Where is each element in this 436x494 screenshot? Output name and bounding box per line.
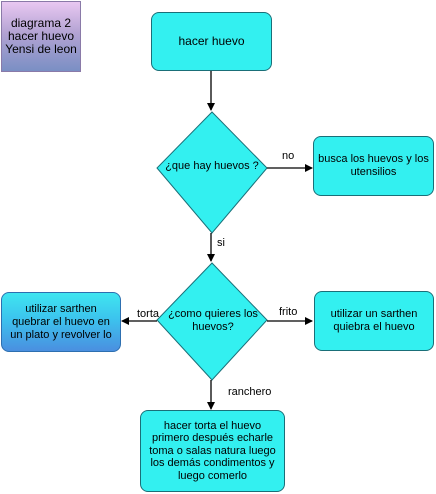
node-frito: utilizar un sarthen quiebra el huevo — [314, 291, 434, 351]
decision-huevos-label: ¿que hay huevos ? — [165, 160, 259, 172]
edge-label-ranchero: ranchero — [228, 386, 272, 398]
node-busca-huevos-label: busca los huevos y los utensilios — [318, 153, 429, 178]
edge-label-torta: torta — [137, 308, 160, 320]
decision-diamond-como — [156, 262, 268, 381]
edge-label-frito: frito — [279, 306, 298, 318]
node-ranchero-label: hacer torta el huevo primero después ech… — [149, 419, 276, 482]
diagram-title-box: diagrama 2 hacer huevo Yensi de leon — [1, 1, 81, 72]
node-hacer-huevo-label: hacer huevo — [178, 34, 245, 48]
node-frito-label: utilizar un sarthen quiebra el huevo — [330, 308, 418, 333]
node-torta-label: utilizar sarthen quebrar el huevo en un … — [10, 302, 112, 341]
node-torta: utilizar sarthen quebrar el huevo en un … — [1, 292, 121, 352]
diagram-title-text: diagrama 2 hacer huevo Yensi de leon — [5, 16, 77, 56]
node-ranchero: hacer torta el huevo primero después ech… — [140, 410, 285, 492]
edge-label-no: no — [282, 150, 295, 162]
node-busca-huevos: busca los huevos y los utensilios — [313, 136, 434, 196]
decision-diamond-huevos — [156, 111, 268, 234]
decision-como-label: ¿como quieres los huevos? — [168, 308, 258, 333]
edge-label-si: si — [217, 237, 225, 249]
node-hacer-huevo: hacer huevo — [151, 12, 272, 71]
